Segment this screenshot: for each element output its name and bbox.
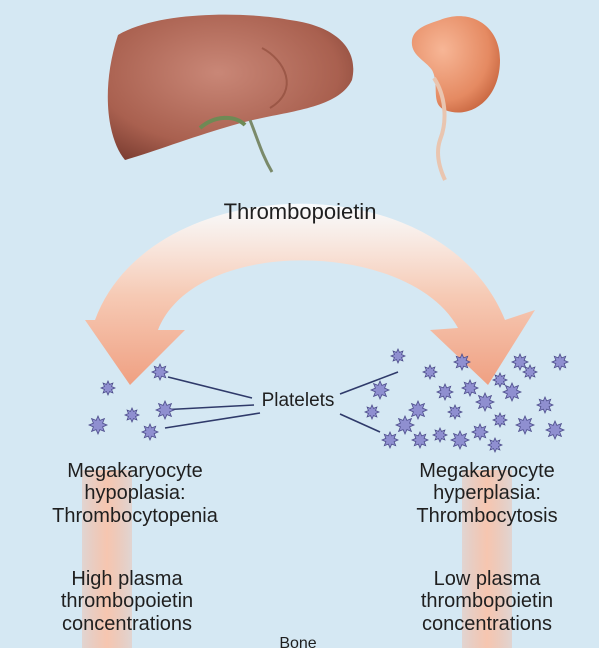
platelet-icon <box>523 365 537 379</box>
thrombopoietin-label: Thrombopoietin <box>190 200 410 225</box>
platelet-icon <box>433 428 447 442</box>
right-condition-line: hyperplasia: <box>372 482 599 504</box>
left-concentration-line: thrombopoietin <box>12 590 242 612</box>
platelet-icon <box>516 416 534 434</box>
platelet-icon <box>451 431 469 449</box>
platelet-icon <box>142 424 158 440</box>
left-condition-label: Megakaryocyte hypoplasia: Thrombocytopen… <box>20 460 250 527</box>
right-concentration-label: Low plasma thrombopoietin concentrations <box>372 568 599 635</box>
right-concentration-line: concentrations <box>372 613 599 635</box>
platelet-icon <box>152 364 168 380</box>
platelet-icon <box>101 381 115 395</box>
platelet-icon <box>396 416 414 434</box>
left-condition-line: Megakaryocyte <box>20 460 250 482</box>
platelet-icon <box>488 438 502 452</box>
platelet-icon <box>552 354 568 370</box>
platelet-icon <box>391 349 405 363</box>
right-condition-label: Megakaryocyte hyperplasia: Thrombocytosi… <box>372 460 599 527</box>
platelet-icon <box>476 393 494 411</box>
platelet-icon <box>89 416 107 434</box>
right-concentration-line: thrombopoietin <box>372 590 599 612</box>
left-concentration-line: concentrations <box>12 613 242 635</box>
platelet-icon <box>448 405 462 419</box>
platelet-icon <box>156 401 174 419</box>
platelet-icon <box>472 424 488 440</box>
platelet-icon <box>462 380 478 396</box>
right-condition-line: Megakaryocyte <box>372 460 599 482</box>
left-concentration-line: High plasma <box>12 568 242 590</box>
kidney-illustration <box>412 16 500 180</box>
platelet-icon <box>412 432 428 448</box>
platelet-icon <box>437 384 453 400</box>
right-condition-line: Thrombocytosis <box>372 505 599 527</box>
platelet-icon <box>537 397 553 413</box>
platelet-icon <box>503 383 521 401</box>
left-concentration-label: High plasma thrombopoietin concentration… <box>12 568 242 635</box>
left-condition-line: Thrombocytopenia <box>20 505 250 527</box>
platelet-icon <box>423 365 437 379</box>
platelet-icon <box>371 381 389 399</box>
platelets-label: Platelets <box>248 390 348 411</box>
platelet-icon <box>546 421 564 439</box>
platelet-icon <box>493 413 507 427</box>
liver-illustration <box>108 15 354 172</box>
platelet-icon <box>125 408 139 422</box>
platelet-icon <box>365 405 379 419</box>
right-concentration-line: Low plasma <box>372 568 599 590</box>
platelet-icon <box>382 432 398 448</box>
platelet-icon <box>409 401 427 419</box>
left-condition-line: hypoplasia: <box>20 482 250 504</box>
platelet-icon <box>454 354 470 370</box>
bone-label-cut: Bone <box>258 636 338 648</box>
